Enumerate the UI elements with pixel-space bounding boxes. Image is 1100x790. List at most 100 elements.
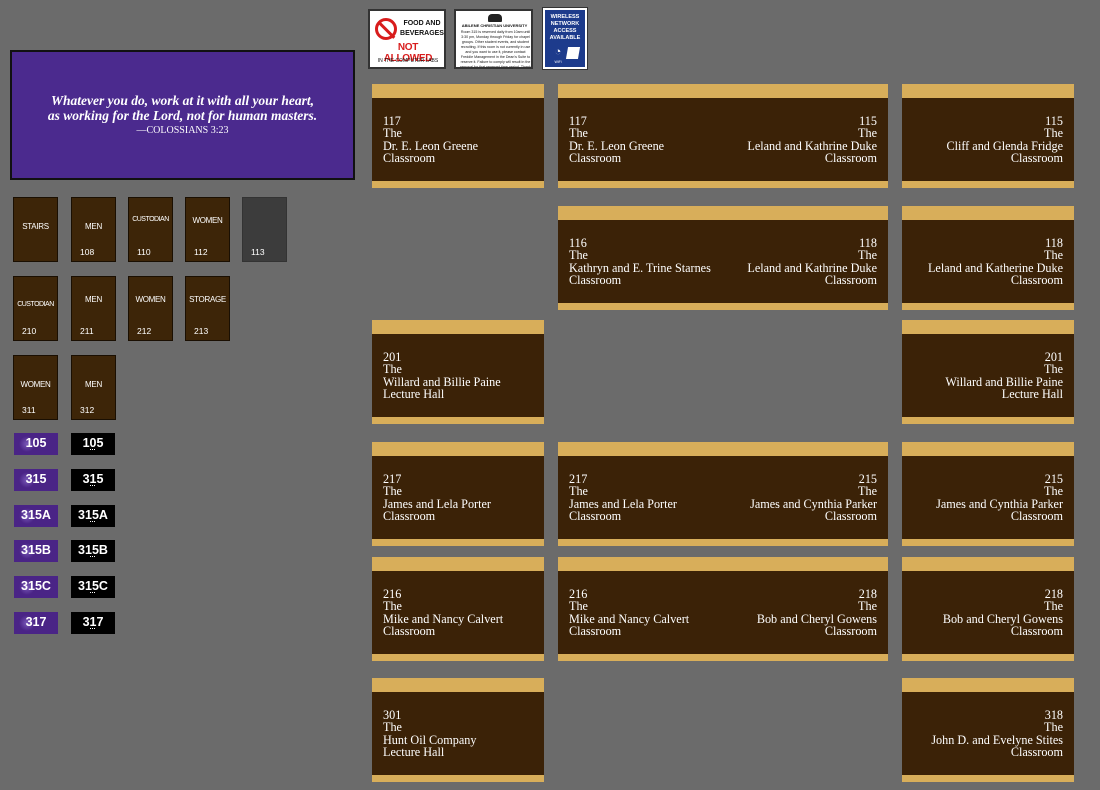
room-number: 117 (383, 114, 401, 128)
room-article: The (1044, 599, 1063, 614)
room-number: 218 (1044, 587, 1063, 601)
room-plate-purple: 317 (14, 612, 58, 634)
room-donor-name: Bob and Cheryl Gowens (942, 611, 1063, 626)
room-donor-name: John D. and Evelyne Stites (931, 732, 1063, 747)
room-plate-purple: 105 (14, 433, 58, 455)
braille-dots (90, 556, 95, 560)
sign-label: WOMEN (20, 380, 51, 389)
room-number: 116 (569, 236, 587, 250)
room-type: Classroom (1010, 150, 1063, 165)
room-plate-black: 315 (71, 469, 115, 491)
room-donor-name: James and Cynthia Parker (750, 496, 877, 511)
braille-dots (90, 449, 95, 453)
mens-room-sign: MEN 211 (71, 276, 116, 341)
room-sign-318: 318 The John D. and Evelyne Stites Class… (902, 678, 1074, 782)
sign-label: WOMEN (135, 295, 166, 304)
room-number: 301 (383, 708, 402, 722)
room-type: Classroom (569, 508, 622, 523)
room-article: The (383, 126, 402, 141)
room-number: 118 (859, 236, 877, 250)
room-type: Classroom (569, 623, 622, 638)
room-article: The (1044, 362, 1063, 377)
room-article: The (569, 248, 588, 263)
room-number: 217 (569, 472, 588, 486)
room-donor-name: Mike and Nancy Calvert (569, 611, 690, 626)
room-type: Classroom (824, 623, 877, 638)
braille-dots (90, 592, 95, 596)
room-article: The (569, 599, 588, 614)
room-donor-name: Dr. E. Leon Greene (383, 138, 479, 153)
wifi-sign-text: WIRELESS NETWORK ACCESS AVAILABLE (549, 14, 581, 41)
room-sign-115: 115 The Cliff and Glenda Fridge Classroo… (902, 84, 1074, 188)
sign-label: STAIRS (22, 222, 49, 231)
room-number: 312 (80, 405, 95, 415)
room-plate-black: 315B (71, 540, 115, 562)
room-type: Classroom (824, 150, 877, 165)
no-food-sign-headline: NOT ALLOWED (383, 42, 433, 64)
sign-label: CUSTODIAN (17, 301, 54, 308)
room-donor-name: Mike and Nancy Calvert (383, 611, 504, 626)
womens-room-sign: WOMEN 212 (128, 276, 173, 341)
sign-label: WOMEN (192, 216, 223, 225)
room-sign-218: 218 The Bob and Cheryl Gowens Classroom (902, 557, 1074, 661)
room-donor-name: Leland and Kathrine Duke (747, 138, 877, 153)
room-plate-black: 317 (71, 612, 115, 634)
braille-dots (90, 628, 95, 632)
room-number: 318 (1044, 708, 1063, 722)
room-donor-name: James and Lela Porter (383, 496, 491, 511)
room-donor-name: Kathryn and E. Trine Starnes (569, 260, 711, 275)
room-number: 210 (22, 326, 37, 336)
verse-banner: Whatever you do, work at it with all you… (10, 50, 355, 180)
room-article: The (383, 599, 402, 614)
sign-label: MEN (85, 295, 102, 304)
room-donor-name: Cliff and Glenda Fridge (946, 138, 1063, 153)
room-plate-purple: 315 (14, 469, 58, 491)
room-number: 216 (569, 587, 588, 601)
wifi-small-label: WiFi (554, 60, 562, 64)
no-food-drink-icon (375, 18, 397, 40)
room-donor-name: James and Cynthia Parker (936, 496, 1063, 511)
room-type: Classroom (1010, 508, 1063, 523)
room-article: The (1044, 126, 1063, 141)
room-number: 108 (80, 247, 95, 257)
room-article: The (858, 599, 877, 614)
room-article: The (858, 126, 877, 141)
room-number: 201 (1044, 350, 1063, 364)
room-number: 118 (1045, 236, 1063, 250)
room-sign-118: 118 The Leland and Katherine Duke Classr… (902, 206, 1074, 310)
room-type: Classroom (569, 272, 622, 287)
room-number: 110 (137, 247, 151, 257)
room-sign-301: 301 The Hunt Oil Company Lecture Hall (372, 678, 544, 782)
sign-label: CUSTODIAN (132, 216, 169, 223)
mens-room-sign: MEN 312 (71, 355, 116, 420)
room-number: 215 (1044, 472, 1063, 486)
room-donor-name: Bob and Cheryl Gowens (756, 611, 877, 626)
room-sign-215: 215 The James and Cynthia Parker Classro… (902, 442, 1074, 546)
room-sign-116-118: 116 The Kathryn and E. Trine Starnes Cla… (558, 206, 888, 310)
no-food-sign-footer: IN THE COMPUTER LABS (377, 58, 439, 64)
room-type: Lecture Hall (383, 386, 445, 401)
room-type: Classroom (1010, 623, 1063, 638)
room-sign-216-218: 216 The Mike and Nancy Calvert Classroom… (558, 557, 888, 661)
room-number: 115 (1045, 114, 1063, 128)
room-article: The (858, 248, 877, 263)
room-type: Classroom (383, 150, 436, 165)
room-donor-name: James and Lela Porter (569, 496, 677, 511)
room-number: 217 (383, 472, 402, 486)
room-donor-name: Leland and Kathrine Duke (747, 260, 877, 275)
room-article: The (383, 720, 402, 735)
room-type: Classroom (383, 623, 436, 638)
wifi-icon: ◔ (554, 46, 562, 58)
room-plate-black: 315C (71, 576, 115, 598)
room-number: 117 (569, 114, 587, 128)
room-type: Lecture Hall (1001, 386, 1063, 401)
custodian-sign: CUSTODIAN 210 (13, 276, 58, 341)
room-article: The (569, 126, 588, 141)
room-sign-217-215: 217 The James and Lela Porter Classroom … (558, 442, 888, 546)
room-type: Classroom (1010, 744, 1063, 759)
custodian-sign: CUSTODIAN 110 (128, 197, 173, 262)
room-article: The (383, 484, 402, 499)
room-number: 201 (383, 350, 402, 364)
